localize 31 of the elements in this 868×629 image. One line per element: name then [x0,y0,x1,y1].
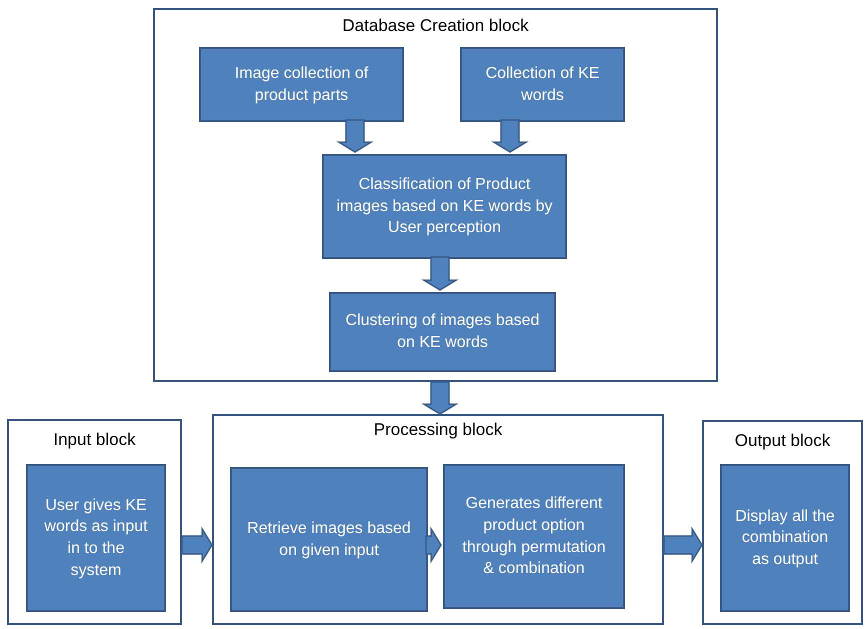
process-box [322,154,567,259]
process-box [26,464,166,612]
block-title: Output block [734,431,830,451]
box-label: Display all the combination as output [734,506,836,570]
box-label: Generates different product option through permutation & combination [461,494,607,580]
process-box [329,292,556,372]
block-arrow [181,526,213,564]
block-arrow [663,526,703,564]
block-frame [702,420,863,625]
block-arrow [421,256,459,291]
block-title: Input block [53,430,136,450]
process-box [443,464,625,609]
process-box [230,467,428,612]
box-label: Classification of Product images based on KE words by User perception [336,175,553,238]
box-label: Image collection of product parts [234,64,370,106]
block-frame [7,419,182,625]
box-label: Clustering of images based on KE words [344,311,540,353]
block-arrow [421,381,459,415]
block-arrow [491,119,529,153]
box-label: Collection of KE words [484,64,600,106]
block-frame [153,8,718,382]
box-label: Retrieve images based on given input [246,518,412,560]
block-frame [212,414,664,625]
process-box [460,47,625,122]
process-box [199,47,404,122]
block-title: Database Creation block [342,16,529,36]
box-label: User gives KE words as input in to the system [43,496,149,581]
block-title: Processing block [374,420,502,440]
block-arrow [336,119,374,153]
process-box [720,464,850,612]
block-arrow [425,526,442,564]
